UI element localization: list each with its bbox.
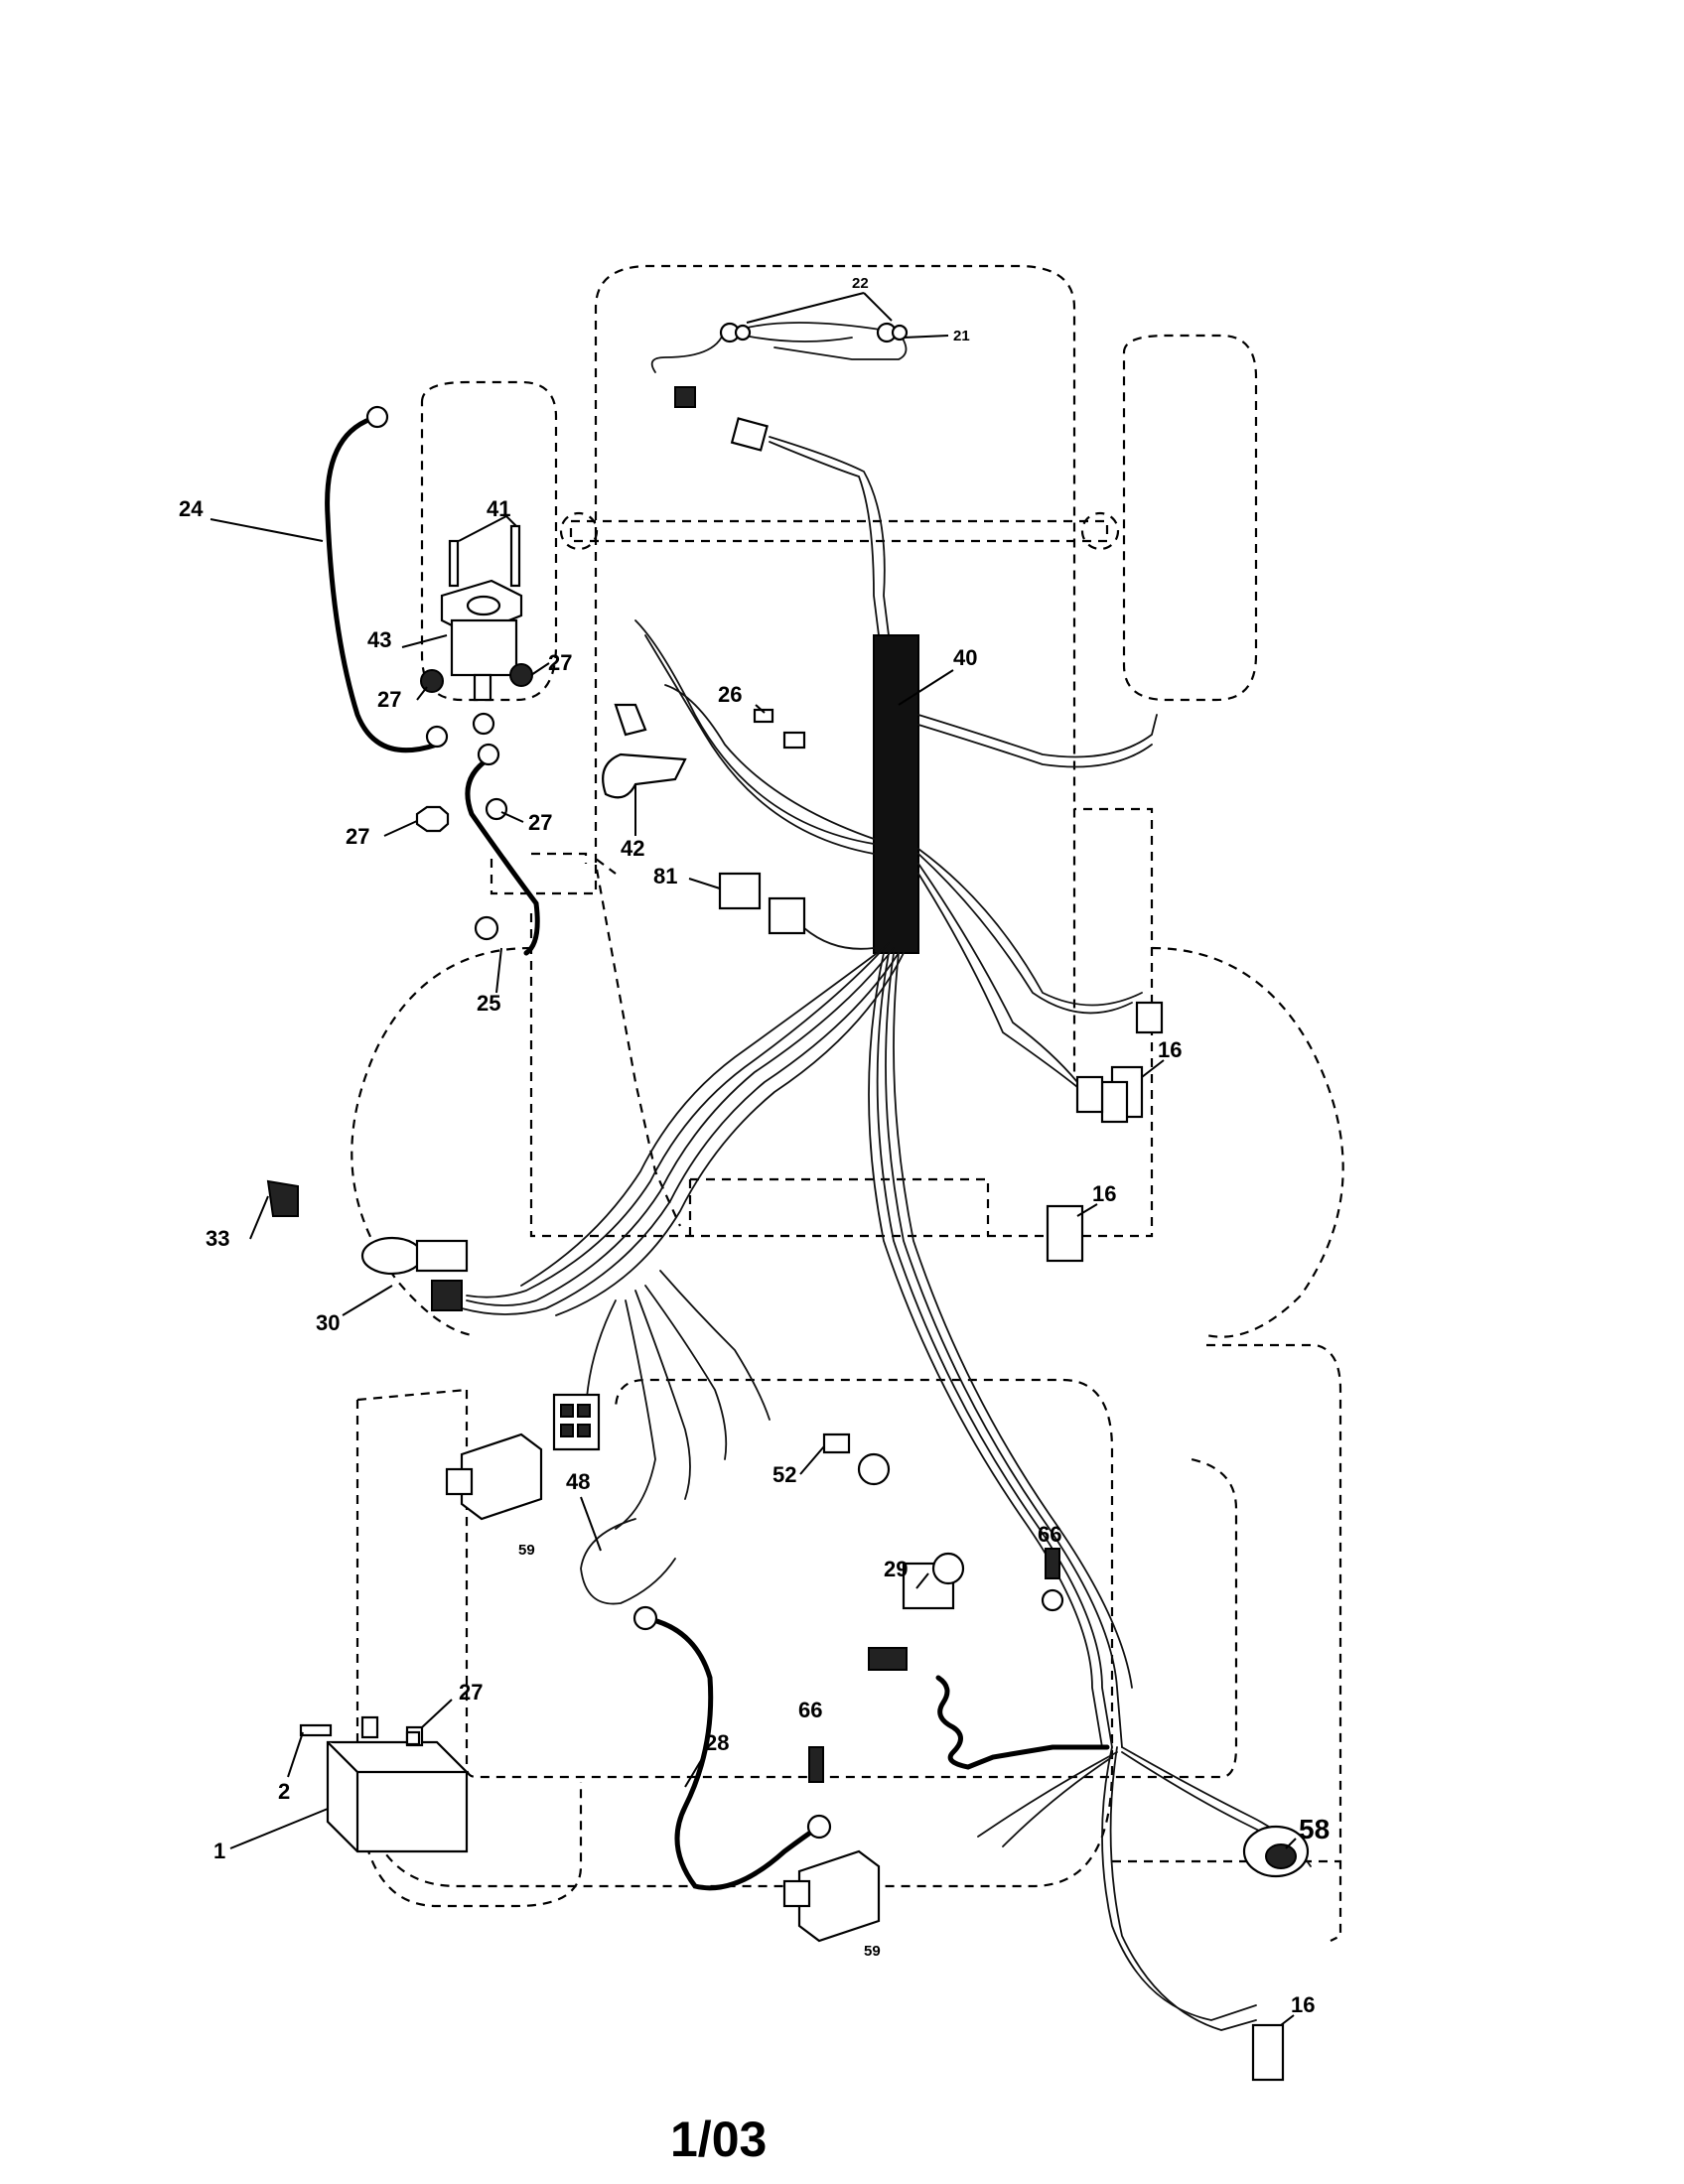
relay <box>718 872 806 935</box>
alarm <box>1242 1825 1310 1878</box>
coiled-cord <box>935 1675 1110 1770</box>
headlight-left <box>719 322 752 343</box>
page-footer: 1/03 <box>670 2112 767 2167</box>
callout-21: 21 <box>953 328 970 344</box>
solenoid <box>420 579 533 702</box>
ignition-switch <box>360 1236 469 1311</box>
callout-40: 40 <box>953 645 977 670</box>
fuse <box>753 708 806 750</box>
tractor-outline <box>351 264 1344 1942</box>
callout-16b: 16 <box>1092 1181 1116 1206</box>
bolts <box>448 524 521 588</box>
callout-41: 41 <box>487 496 510 521</box>
callout-24: 24 <box>179 496 204 521</box>
callout-30: 30 <box>316 1310 340 1335</box>
callout-59a: 59 <box>518 1542 535 1559</box>
callout-27c: 27 <box>346 824 369 849</box>
plug <box>822 1433 891 1486</box>
seat-switch <box>1046 1001 1285 2082</box>
callout-27b: 27 <box>548 650 572 675</box>
ignition-module <box>445 1433 881 1943</box>
callout-25: 25 <box>477 991 500 1016</box>
callout-43: 43 <box>367 627 391 652</box>
battery-bolts <box>299 1723 421 1746</box>
top-harness-connector <box>730 417 769 452</box>
battery-cables <box>325 414 822 1891</box>
callout-29: 29 <box>884 1557 908 1581</box>
callout-58: 58 <box>1299 1814 1330 1844</box>
main-harness-wires <box>461 322 1312 2031</box>
bolts-66 <box>808 1548 1060 1783</box>
callout-16c: 16 <box>1291 1992 1315 2017</box>
callouts: 22 21 24 41 43 27 27 27 27 40 26 42 81 2… <box>179 275 1330 2017</box>
callout-66a: 66 <box>1038 1522 1061 1547</box>
callout-48: 48 <box>566 1469 590 1494</box>
callout-1: 1 <box>213 1839 225 1863</box>
leader-lines <box>210 292 1297 2026</box>
battery <box>326 1715 469 1853</box>
headlight-connector <box>674 386 696 408</box>
headlight-right <box>876 322 909 343</box>
callout-27e: 27 <box>459 1680 483 1705</box>
callout-28: 28 <box>705 1730 729 1755</box>
callout-22: 22 <box>852 275 869 292</box>
nuts <box>415 797 508 833</box>
terminal-boot <box>602 703 687 799</box>
coiled-wire-loom <box>873 634 919 954</box>
callout-26: 26 <box>718 682 742 707</box>
callout-16a: 16 <box>1158 1037 1182 1062</box>
callout-66b: 66 <box>798 1698 822 1722</box>
callout-27a: 27 <box>377 687 401 712</box>
callout-27d: 27 <box>528 810 552 835</box>
callout-2: 2 <box>278 1779 290 1804</box>
ring-terminals <box>365 405 1064 1840</box>
connector-block <box>552 1393 601 1451</box>
pto-switch <box>868 1552 965 1671</box>
callout-81: 81 <box>653 864 677 888</box>
callout-42: 42 <box>621 836 644 861</box>
callout-33: 33 <box>206 1226 229 1251</box>
callout-59b: 59 <box>864 1943 881 1960</box>
rectifier <box>266 1179 299 1217</box>
callout-52: 52 <box>772 1462 796 1487</box>
